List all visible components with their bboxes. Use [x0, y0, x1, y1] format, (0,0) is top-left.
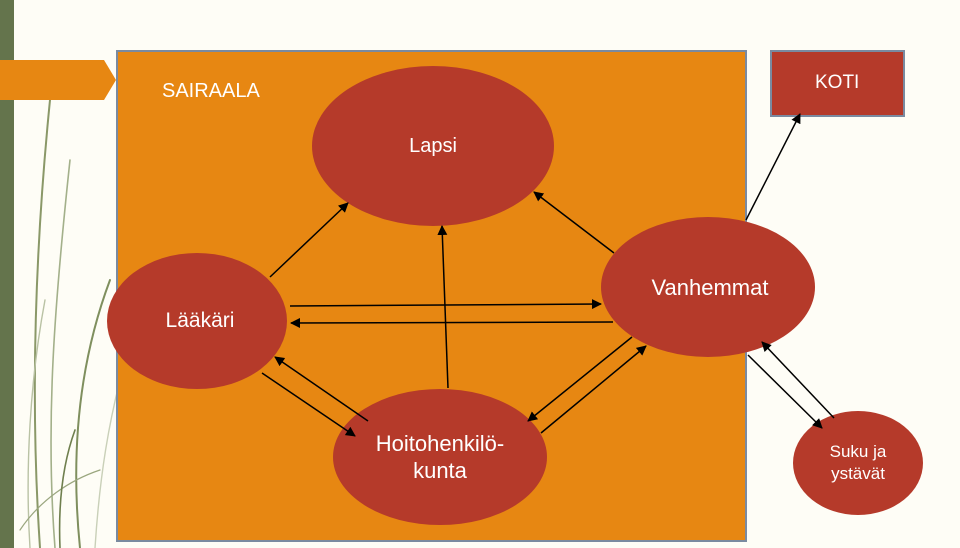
arrow-parents-to-home	[746, 114, 800, 220]
parents-label: Vanhemmat	[630, 275, 790, 301]
friends-node	[793, 411, 923, 515]
arrow-parents-to-child	[534, 192, 614, 253]
friends-label-line1: Suku ja	[808, 442, 908, 462]
arrow-parents-to-staff	[528, 337, 632, 421]
arrow-doctor-to-parents	[290, 304, 601, 306]
friends-label-line2: ystävät	[808, 464, 908, 484]
arrow-parents-to-doctor	[291, 322, 613, 323]
arrow-staff-to-doctor	[275, 357, 368, 421]
arrow-doctor-to-child	[270, 203, 348, 277]
arrow-staff-to-parents	[541, 346, 646, 433]
arrow-doctor-to-staff	[262, 373, 355, 436]
staff-label-line1: Hoitohenkilö-	[350, 431, 530, 457]
child-label: Lapsi	[383, 135, 483, 158]
staff-label-line2: kunta	[350, 458, 530, 484]
arrow-staff-to-child	[442, 226, 448, 388]
doctor-label: Lääkäri	[150, 309, 250, 333]
staff-node	[333, 389, 547, 525]
